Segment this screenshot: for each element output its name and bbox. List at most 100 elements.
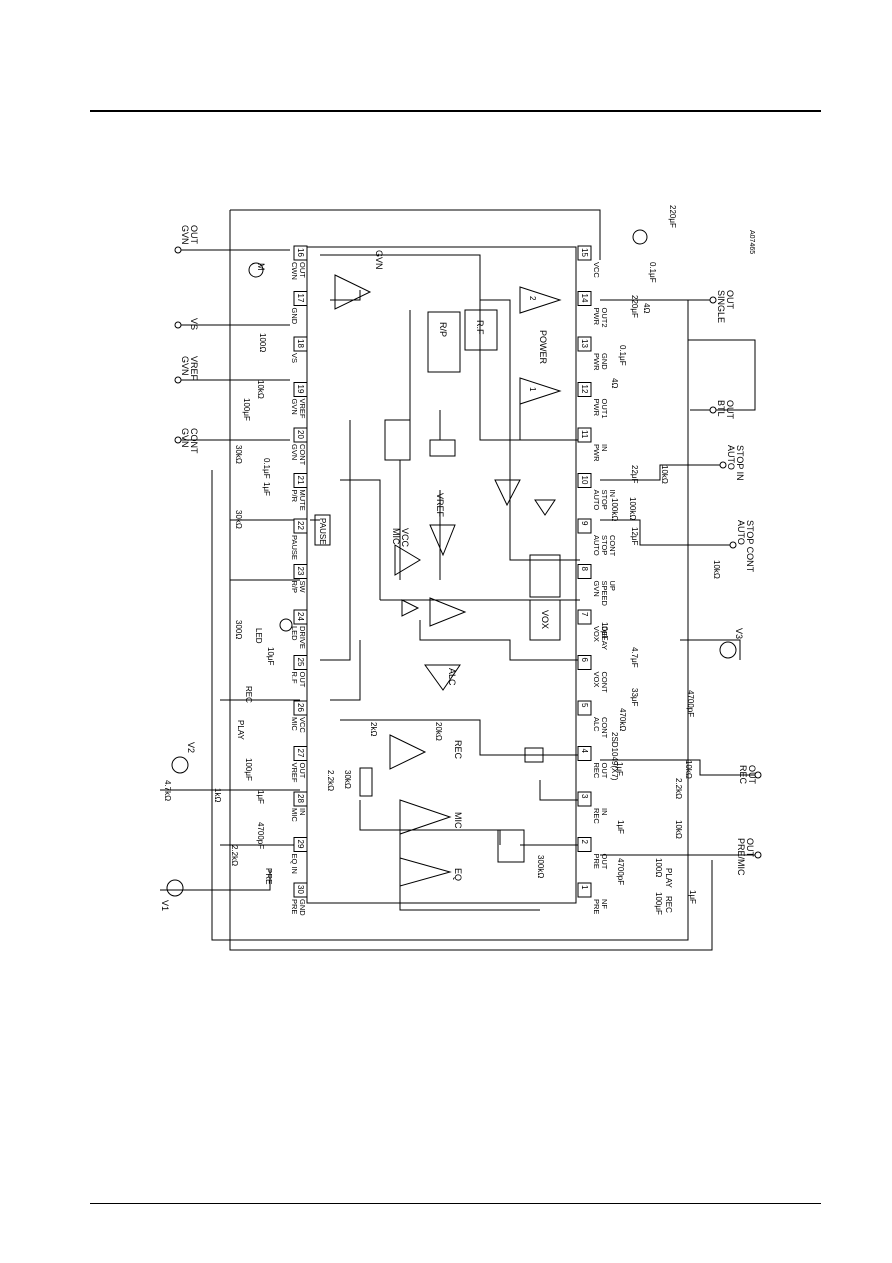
eq-amp-triangle [399, 857, 452, 887]
terminal-gvn-vref-label-1: GVN [180, 356, 190, 376]
mic-amp-triangle [399, 799, 452, 835]
ic-pin-1-name-1: NF [600, 899, 609, 909]
terminal-gvn-out-icon[interactable] [174, 246, 182, 254]
ic-pin-1-box [577, 882, 592, 898]
comp-r-2k: 2kΩ [369, 722, 378, 736]
ic-pin-27-number: 27 [296, 749, 305, 758]
ic-outline [306, 246, 577, 904]
ic-pin-10-box [577, 473, 592, 488]
ic-pin-6-box [577, 655, 592, 670]
terminal-auto-stop-in-icon[interactable] [719, 461, 727, 469]
ic-pin-26-name-1: VCC [298, 717, 307, 733]
comp-c-1uf-b: 1μF [616, 820, 625, 834]
ic-pin-7-name-1: DELAY [600, 626, 609, 650]
block-alc-label: ALC [447, 668, 457, 686]
ic-pin-24-box [293, 609, 308, 625]
internal-wire-7 [340, 719, 580, 756]
v2-source-icon [171, 756, 189, 774]
ic-pin-30-name-0: PRE [290, 899, 299, 914]
ic-pin-6-name-0: VOX [592, 672, 601, 688]
ic-pin-29-name-0: EQ IN [290, 854, 299, 874]
ic-pin-30-number: 30 [296, 885, 305, 894]
block-eq-label: EQ [453, 868, 463, 881]
ic-pin-28-box [293, 791, 308, 807]
auto-stop-in-wire [600, 464, 720, 481]
gvn-amp-triangle [334, 274, 372, 310]
terminal-gvn-cont-icon[interactable] [174, 436, 182, 444]
ic-pin-27-name-1: OUT [298, 763, 307, 779]
comp-r-22k-b: 2.2kΩ [326, 770, 335, 791]
ic-pin-3-name-0: REC [592, 808, 601, 824]
terminal-rec-out-label-1: REC [738, 765, 748, 785]
comp-lbl-pre: PRE [264, 868, 273, 884]
vref-triangle [429, 524, 456, 557]
ic-pin-1-number: 1 [580, 885, 589, 890]
vox-block [529, 599, 561, 641]
ic-pin-4-name-1: OUT [600, 763, 609, 779]
ic-pin-26-number: 26 [296, 703, 305, 712]
ic-pin-14-name-1: OUT2 [600, 308, 609, 328]
internal-wire-9 [399, 800, 540, 911]
ic-pin-5-number: 5 [580, 703, 589, 708]
terminal-single-out-label-2: OUT [725, 290, 735, 310]
ic-pin-10-name-1: STOP [600, 490, 609, 510]
switch-block-3 [497, 829, 525, 863]
ic-pin-28-number: 28 [296, 794, 305, 803]
terminal-gvn-vref-label-2: VREF [189, 356, 199, 381]
rp-block [427, 311, 461, 373]
ic-pin-7-box [577, 609, 592, 625]
internal-wire-1 [320, 254, 580, 441]
ic-pin-11-box [577, 427, 592, 443]
comp-r-10k-e: 10kΩ [712, 560, 721, 579]
ic-pin-21-name-0: P/R [290, 490, 299, 503]
terminal-auto-stop-cont-icon[interactable] [729, 541, 737, 549]
ic-pin-12-name-1: OUT1 [600, 399, 609, 419]
ic-pin-17-box [293, 291, 308, 306]
block-rp-label: R/P [438, 322, 448, 337]
ic-pin-12-box [577, 382, 592, 397]
v3-source-icon [719, 641, 737, 659]
ic-pin-19-name-1: VREF [298, 399, 307, 419]
ic-pin-3-number: 3 [580, 794, 589, 799]
comp-c-100uf-b: 100μF [244, 758, 253, 781]
ic-pin-8-number: 8 [580, 567, 589, 572]
ic-pin-19-box [293, 382, 308, 397]
ic-pin-30-name-1: GND [298, 899, 307, 916]
block-gvn-label: GVN [374, 250, 384, 270]
figure-code: A07465 [748, 230, 755, 254]
terminal-pre-mic-out-icon[interactable] [754, 851, 762, 859]
ic-pin-24-name-0: LED [290, 626, 299, 641]
terminal-auto-stop-cont-label-2: STOP CONT [745, 520, 755, 573]
terminal-auto-stop-cont-label-1: AUTO [736, 520, 746, 545]
ic-pin-25-name-0: R.F [290, 672, 299, 685]
terminal-single-out-label-1: SINGLE [716, 290, 726, 323]
ic-pin-2-name-0: PRE [592, 854, 601, 869]
comp-c-220uf: 220μF [630, 295, 639, 318]
ic-pin-23-name-1: SW [298, 581, 307, 594]
ic-pin-27-box [293, 746, 308, 761]
comp-c-01uf-b: 0.1μF [618, 345, 627, 366]
v1-wire [160, 870, 271, 891]
ic-pin-21-name-1: MUTE [298, 490, 307, 511]
comp-r-100ohm-a: 100Ω [654, 858, 663, 877]
switch-block-2 [429, 439, 456, 457]
ic-pin-2-number: 2 [580, 840, 589, 845]
terminal-btl-out-icon[interactable] [709, 406, 717, 414]
ic-pin-10-number: 10 [580, 476, 589, 485]
terminal-rec-out-icon[interactable] [754, 771, 762, 779]
internal-wire-17 [340, 479, 381, 600]
terminal-gvn-vref-icon[interactable] [174, 376, 182, 384]
comp-r-30k-b: 30kΩ [234, 510, 243, 529]
comp-r-4ohm-a: 4Ω [642, 303, 651, 313]
block-vref-label: VREF [435, 493, 445, 518]
terminal-single-out-icon[interactable] [709, 296, 717, 304]
ic-pin-13-name-1: GND [600, 353, 609, 370]
ic-pin-1-name-0: PRE [592, 899, 601, 914]
comp-r-300ohm: 300Ω [234, 620, 243, 639]
comp-lbl-play: PLAY [664, 868, 673, 889]
comp-lbl-rec: REC [664, 896, 673, 913]
terminal-vs-icon[interactable] [174, 321, 182, 329]
ic-pin-10-name-2: IN [608, 490, 617, 498]
terminal-gvn-out-label-2: OUT [189, 225, 199, 245]
